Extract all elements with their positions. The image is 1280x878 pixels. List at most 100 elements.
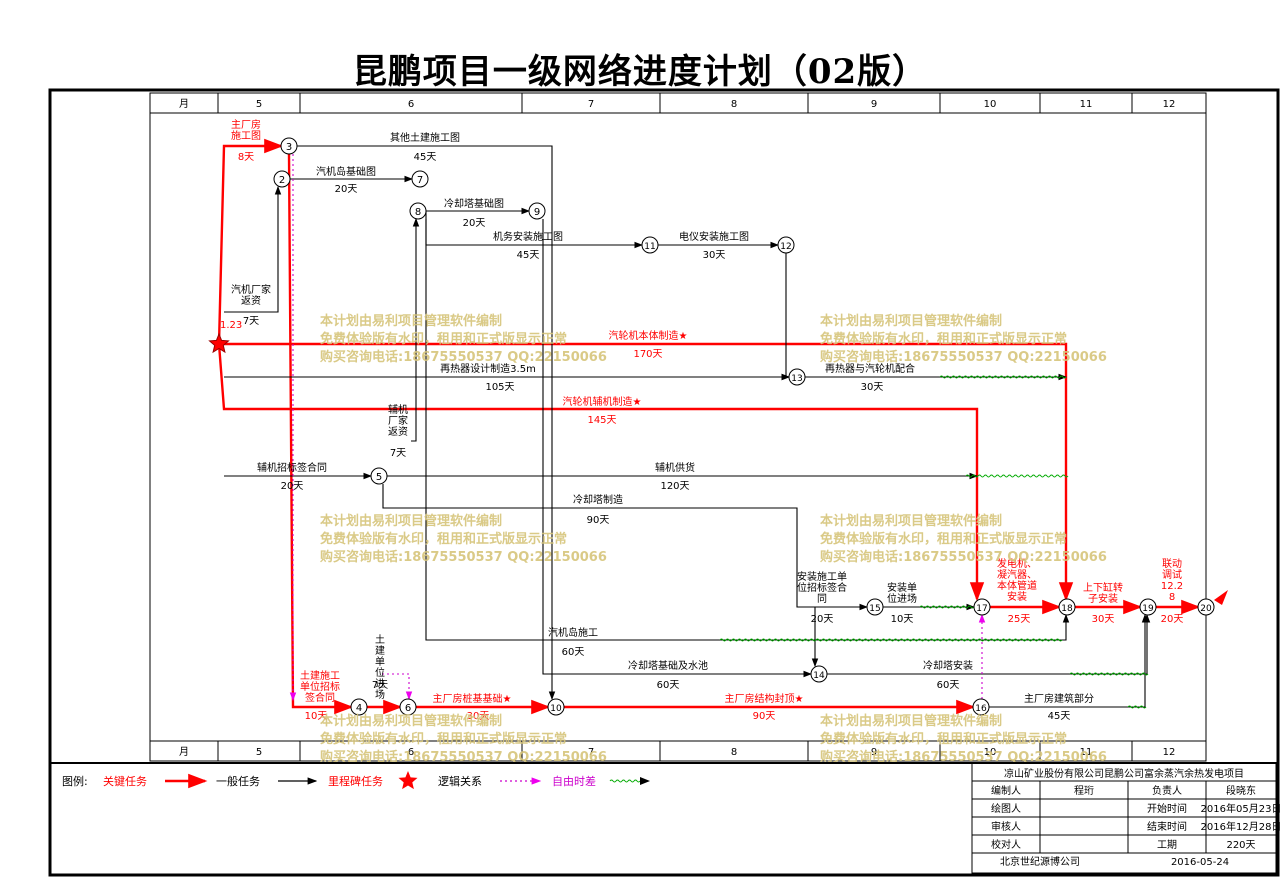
outer-frame (48, 88, 1280, 877)
project-company: 凉山矿业股份有限公司昆鹏公司富余蒸汽余热发电项目 (1004, 767, 1244, 780)
info-cell: 编制人 (991, 784, 1021, 797)
watermark-text: 本计划由易利项目管理软件编制 (820, 713, 1002, 729)
task-name: 辅机 (388, 403, 408, 416)
watermark-text: 购买咨询电话:18675550537 QQ:22150066 (820, 749, 1107, 765)
task-duration: 25天 (1008, 614, 1031, 625)
node-3-label: 3 (286, 142, 292, 153)
watermark-text: 免费体验版有水印，租用和正式版显示正常 (820, 731, 1067, 747)
watermark-text: 免费体验版有水印，租用和正式版显示正常 (320, 531, 567, 547)
info-cell: 2016年05月23日 (1201, 802, 1280, 815)
float-lines (719, 375, 1149, 709)
node-8-label: 8 (415, 207, 421, 218)
task-duration: 8天 (238, 152, 254, 163)
task-name: 单 (375, 656, 385, 668)
month-12: 12 (1163, 99, 1176, 110)
info-cell: 结束时间 (1147, 820, 1187, 833)
task-name: 主厂房 (231, 118, 261, 131)
task-duration: 105天 (485, 382, 514, 393)
task-name: 单位招标 (300, 680, 340, 693)
task-arrow (382, 673, 413, 701)
node-8 (409, 202, 427, 220)
task-arrow (217, 343, 985, 602)
task-name: 同 (817, 593, 827, 605)
task-name: 主厂房结构封顶★ (725, 692, 804, 705)
task-duration: 7天 (243, 316, 259, 327)
watermark-text: 本计划由易利项目管理软件编制 (320, 713, 502, 729)
task-duration: 145天 (587, 415, 616, 426)
month-9: 9 (871, 99, 877, 110)
watermark-text: 免费体验版有水印，租用和正式版显示正常 (320, 331, 567, 347)
finish-flag-icon (1214, 590, 1228, 605)
legend-milestone-label: 里程碑任务 (328, 775, 383, 788)
task-arrow (287, 153, 354, 715)
month-5: 5 (256, 747, 262, 758)
node-4-label: 4 (356, 703, 362, 714)
task-name: 位 (375, 666, 385, 679)
task-name: 位进场 (887, 592, 917, 605)
task-duration: 10天 (891, 614, 914, 625)
info-box (971, 762, 1277, 874)
info-cell: 校对人 (991, 838, 1021, 851)
task-duration: 90天 (753, 711, 776, 722)
task-name: 位招标签合 (797, 581, 847, 594)
watermark-text: 免费体验版有水印，租用和正式版显示正常 (820, 531, 1067, 547)
free-float-line (1127, 705, 1147, 709)
task-name: 返资 (388, 426, 408, 438)
legend-float-wave (609, 779, 641, 783)
month-5: 5 (256, 99, 262, 110)
month-9: 9 (871, 747, 877, 758)
task-arrows (217, 138, 1201, 715)
task-name: 安装施工单 (797, 570, 847, 583)
legend-label: 图例: (62, 774, 88, 788)
month-12: 12 (1163, 747, 1176, 758)
free-float-line (719, 638, 1063, 642)
task-name: 场 (375, 688, 385, 701)
free-float-line (939, 375, 1067, 379)
node-14-label: 14 (813, 671, 825, 681)
watermark-text: 免费体验版有水印，租用和正式版显示正常 (320, 731, 567, 747)
watermark-text: 购买咨询电话:18675550537 QQ:22150066 (320, 349, 607, 365)
task-name: 返资 (241, 295, 261, 307)
month-11: 11 (1080, 99, 1093, 110)
node-7 (411, 170, 429, 188)
legend-float-arrowhead (640, 777, 650, 785)
free-float-line (919, 605, 975, 609)
task-arrow (382, 484, 869, 611)
node-4 (350, 698, 368, 716)
info-cell: 220天 (1226, 840, 1255, 851)
watermark-text: 购买咨询电话:18675550537 QQ:22150066 (320, 549, 607, 565)
task-name: 子安装 (1088, 592, 1118, 605)
month-8: 8 (731, 747, 737, 758)
task-name: 冷却塔制造 (573, 493, 623, 506)
task-name: 建 (375, 644, 385, 657)
node-20-label: 20 (1200, 604, 1212, 614)
node-17 (973, 598, 991, 616)
task-name: 进 (375, 678, 385, 690)
node-20 (1197, 598, 1215, 616)
watermark-text: 购买咨询电话:18675550537 QQ:22150066 (820, 349, 1107, 365)
node-9 (528, 202, 546, 220)
month-8: 8 (731, 99, 737, 110)
info-cell: 负责人 (1152, 784, 1182, 797)
task-name: 安装单 (887, 581, 917, 594)
node-16-label: 16 (975, 704, 987, 714)
task-duration: 10天 (305, 711, 328, 722)
footer-company: 北京世纪源博公司 (1000, 855, 1080, 868)
legend-logic-label: 逻辑关系 (438, 774, 482, 788)
task-name: 主厂房桩基基础★ (433, 692, 512, 705)
month-6: 6 (408, 99, 414, 110)
month-7: 7 (588, 747, 594, 758)
month-label: 月 (179, 98, 189, 110)
task-name: 安装 (1007, 590, 1027, 603)
watermark-text: 本计划由易利项目管理软件编制 (820, 313, 1002, 329)
task-name: 冷却塔安装 (923, 659, 973, 672)
info-cell: 2016年12月28日 (1201, 820, 1280, 833)
task-name: 汽轮机辅机制造★ (563, 395, 642, 408)
task-duration: 170天 (633, 349, 662, 360)
task-duration: 60天 (657, 680, 680, 691)
task-name: 签合同 (305, 691, 335, 704)
task-name: 辅机供货 (655, 461, 695, 474)
node-5-label: 5 (376, 472, 382, 483)
task-name: 发电机、 (997, 557, 1037, 570)
